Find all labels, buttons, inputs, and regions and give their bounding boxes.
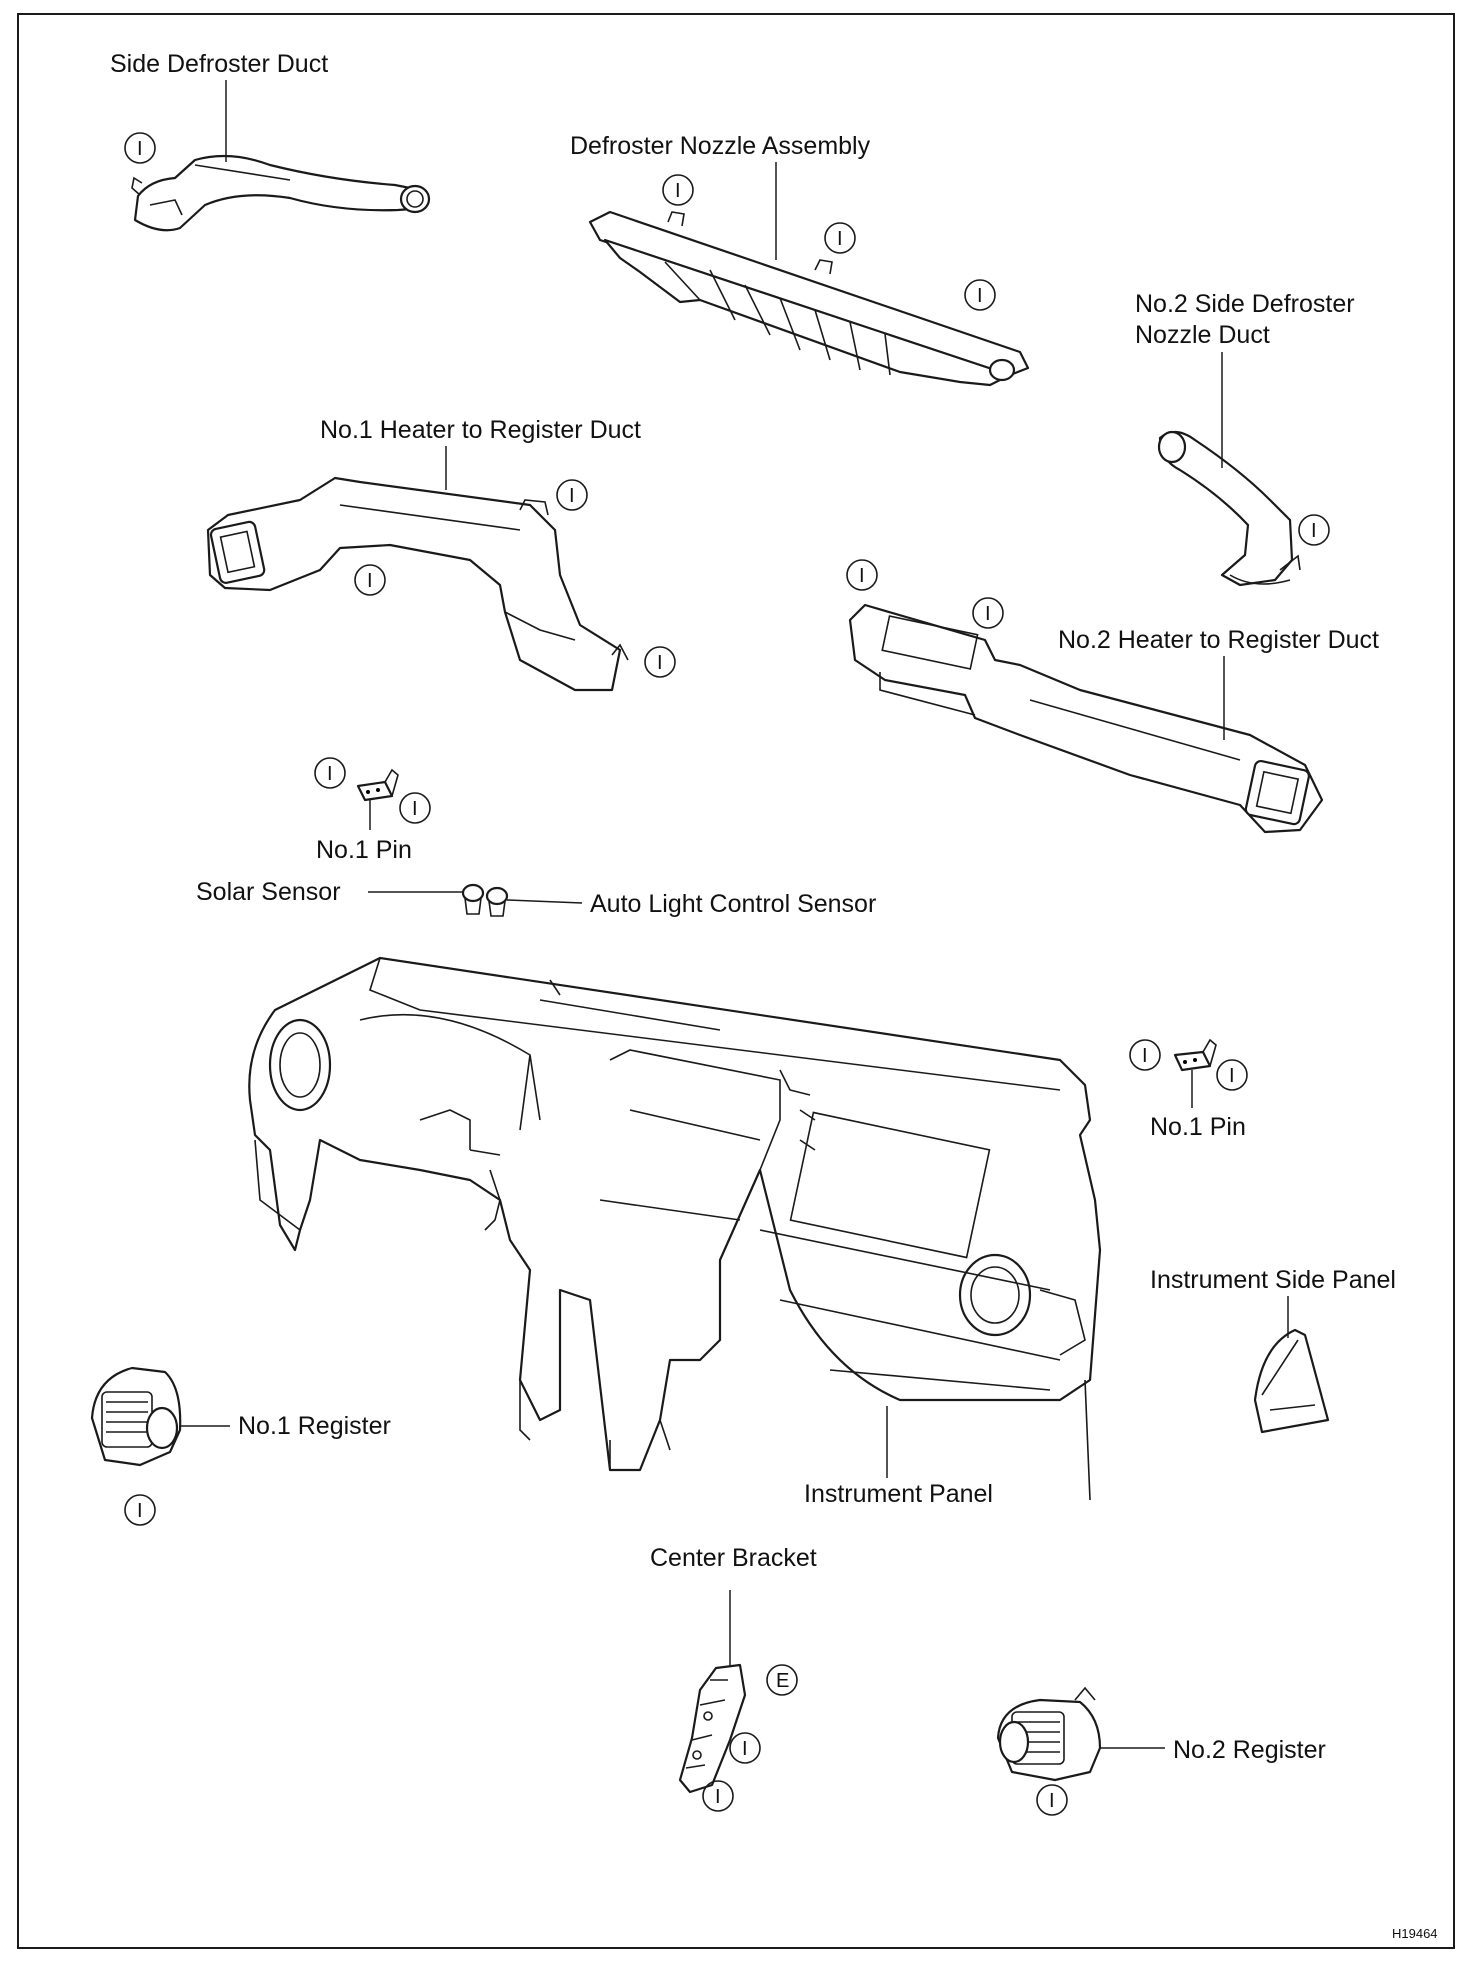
- label-center-bracket: Center Bracket: [650, 1544, 817, 1572]
- svg-text:I: I: [859, 565, 865, 587]
- no1-heater-to-register-duct: [206, 476, 629, 692]
- svg-text:I: I: [837, 228, 843, 250]
- label-instrument-panel: Instrument Panel: [804, 1480, 993, 1508]
- clip-callout-9: I: [846, 559, 878, 591]
- no2-heater-to-register-duct: [848, 603, 1324, 834]
- auto-light-control-sensor: [485, 886, 509, 917]
- label-solar-sensor: Solar Sensor: [196, 878, 341, 906]
- clip-callout-11: I: [314, 757, 346, 789]
- svg-text:I: I: [742, 1738, 748, 1760]
- svg-text:I: I: [412, 798, 418, 820]
- defroster-nozzle-assembly: [588, 210, 1030, 387]
- diagram-frame: [17, 13, 1455, 1949]
- solar-sensor: [461, 883, 485, 915]
- svg-text:I: I: [715, 1786, 721, 1808]
- clip-callout-8: I: [644, 646, 676, 678]
- label-no2-side-defroster-line1: No.2 Side Defroster: [1135, 290, 1355, 318]
- clip-callout-13: I: [1129, 1039, 1161, 1071]
- svg-text:I: I: [137, 138, 143, 160]
- clip-callout-14: I: [1216, 1059, 1248, 1091]
- clip-callout-16: I: [729, 1732, 761, 1764]
- svg-text:I: I: [977, 285, 983, 307]
- clip-callout-12: I: [399, 792, 431, 824]
- clip-callout-18: I: [1036, 1784, 1068, 1816]
- label-no1-heater-duct: No.1 Heater to Register Duct: [320, 416, 641, 444]
- clip-callout-2: I: [662, 174, 694, 206]
- center-bracket: [678, 1663, 747, 1794]
- svg-text:I: I: [675, 180, 681, 202]
- clip-callout-4: I: [964, 279, 996, 311]
- bolt-callout: E: [766, 1664, 798, 1696]
- label-side-defroster-duct: Side Defroster Duct: [110, 50, 328, 78]
- svg-text:I: I: [1311, 520, 1317, 542]
- no1-pin-upper: [356, 768, 399, 802]
- instrument-side-panel: [1253, 1328, 1330, 1434]
- svg-text:I: I: [137, 1500, 143, 1522]
- clip-callout-10: I: [972, 597, 1004, 629]
- label-no2-register: No.2 Register: [1173, 1736, 1326, 1764]
- clip-callout-5: I: [1298, 514, 1330, 546]
- no1-register: [90, 1366, 182, 1467]
- svg-text:I: I: [985, 603, 991, 625]
- label-no1-register: No.1 Register: [238, 1412, 391, 1440]
- no2-register: [996, 1686, 1102, 1782]
- svg-text:I: I: [327, 763, 333, 785]
- label-no1-pin-upper: No.1 Pin: [316, 836, 412, 864]
- figure-code: H19464: [1392, 1926, 1438, 1941]
- no1-pin-right: [1173, 1038, 1217, 1072]
- clip-callout-1: I: [124, 132, 156, 164]
- clip-callout-15: I: [124, 1494, 156, 1526]
- svg-text:I: I: [1142, 1045, 1148, 1067]
- label-no2-heater-duct: No.2 Heater to Register Duct: [1058, 626, 1379, 654]
- clip-callout-3: I: [824, 222, 856, 254]
- leader-auto-light-sensor: [506, 899, 583, 904]
- clip-callout-7: I: [354, 564, 386, 596]
- label-no1-pin-right: No.1 Pin: [1150, 1113, 1246, 1141]
- label-defroster-nozzle-assembly: Defroster Nozzle Assembly: [570, 132, 871, 160]
- clip-callout-17: I: [702, 1780, 734, 1812]
- label-auto-light-sensor: Auto Light Control Sensor: [590, 890, 876, 918]
- svg-text:I: I: [367, 570, 373, 592]
- svg-text:I: I: [1049, 1790, 1055, 1812]
- label-no2-side-defroster-line2: Nozzle Duct: [1135, 321, 1270, 349]
- clip-callout-6: I: [556, 479, 588, 511]
- svg-text:E: E: [776, 1670, 789, 1692]
- label-instrument-side-panel: Instrument Side Panel: [1150, 1266, 1396, 1294]
- side-defroster-duct: [131, 154, 431, 232]
- svg-text:I: I: [569, 485, 575, 507]
- no2-side-defroster-nozzle-duct: [1157, 430, 1301, 587]
- svg-text:I: I: [1229, 1065, 1235, 1087]
- svg-text:I: I: [657, 652, 663, 674]
- instrument-panel: [248, 956, 1102, 1501]
